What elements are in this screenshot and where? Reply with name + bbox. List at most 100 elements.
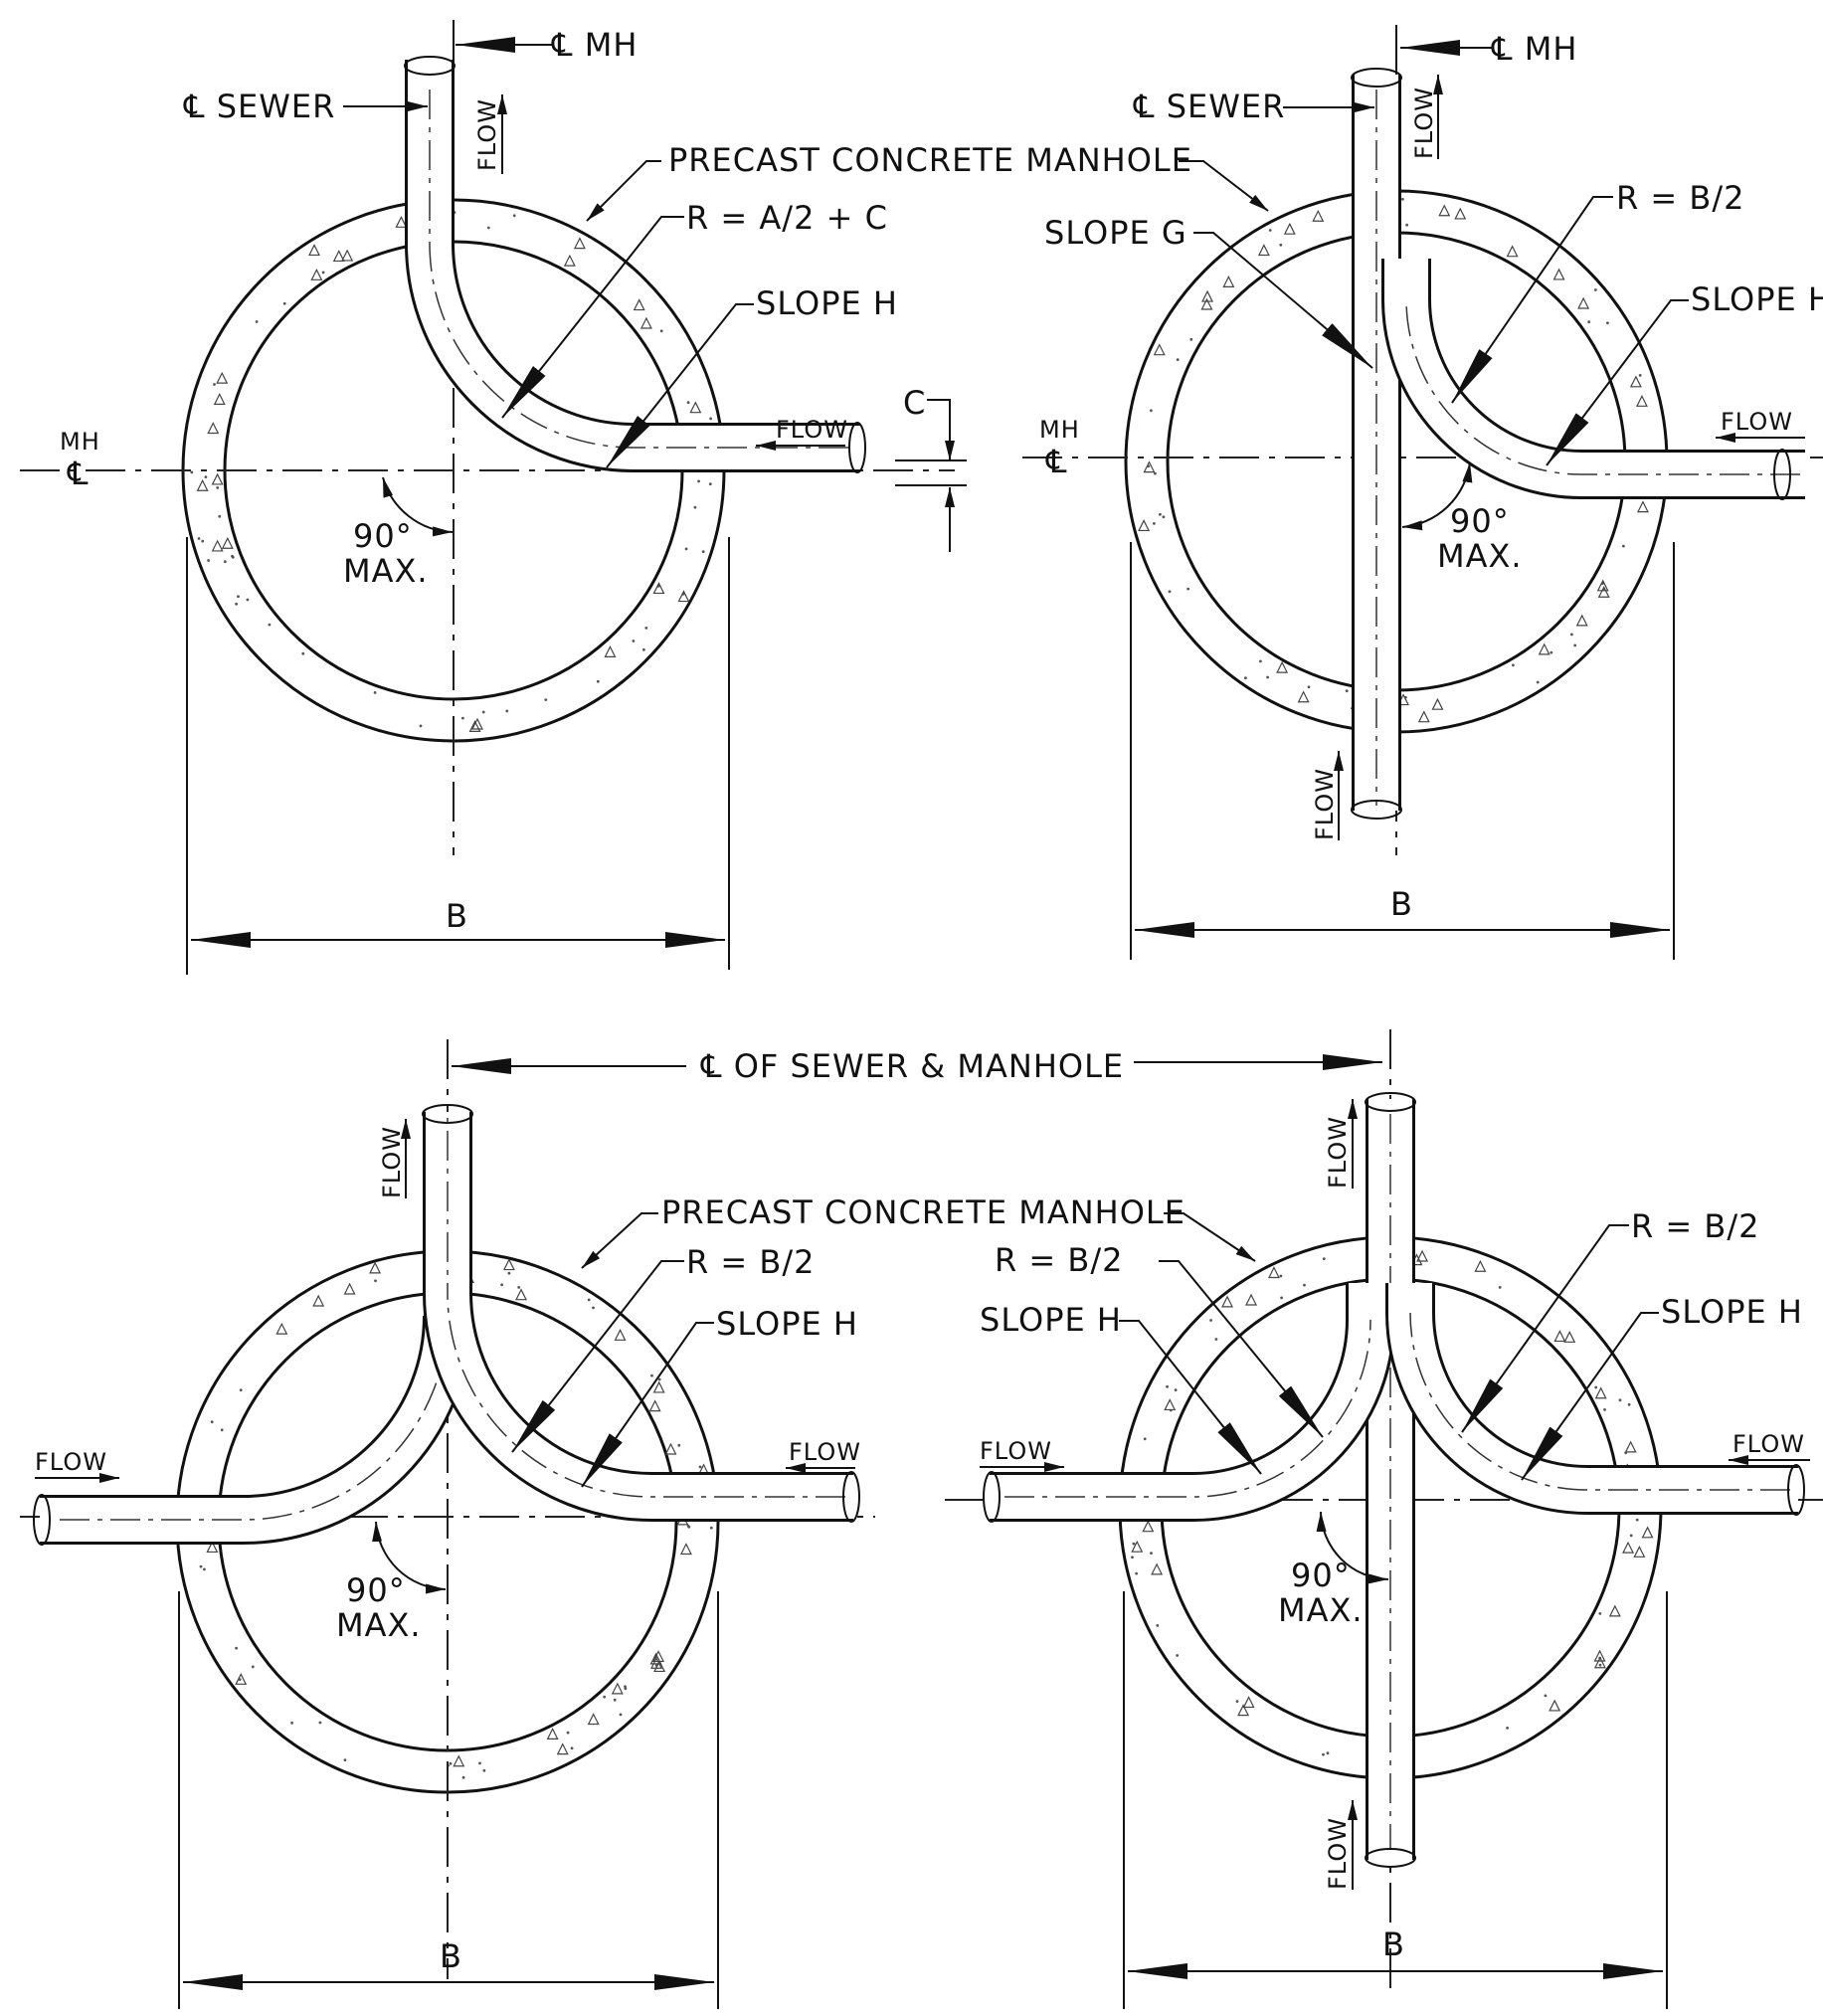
aggregate-dot: [1498, 1286, 1502, 1289]
aggregate-dot: [1244, 676, 1247, 680]
slope-h-leader: [606, 303, 754, 468]
aggregate-mark: [310, 268, 323, 280]
aggregate-dot: [231, 555, 235, 559]
aggregate-mark: [1438, 204, 1451, 217]
aggregate-mark: [1577, 296, 1590, 309]
precast-label: PRECAST CONCRETE MANHOLE: [668, 141, 1192, 179]
aggregate-mark: [343, 1282, 356, 1295]
aggregate-dot: [1166, 1384, 1169, 1388]
aggregate-mark: [573, 237, 586, 250]
radius-leader-left: [1159, 1260, 1324, 1438]
aggregate-mark: [1164, 1398, 1177, 1411]
aggregate-dot: [1132, 1542, 1136, 1546]
aggregate-dot: [684, 547, 688, 551]
aggregate-mark: [502, 1258, 515, 1271]
aggregate-mark: [312, 1294, 325, 1307]
flow-label-right: FLOW: [789, 1438, 861, 1466]
aggregate-mark: [206, 1541, 219, 1554]
aggregate-mark: [664, 1442, 677, 1455]
aggregate-dot: [596, 679, 600, 683]
aggregate-mark: [221, 536, 234, 549]
aggregate-mark: [1633, 1545, 1646, 1558]
aggregate-mark: [1593, 1656, 1606, 1669]
aggregate-dot: [216, 486, 220, 489]
radius-leader: [1451, 196, 1613, 404]
cl-mh-label: ℄ MH: [1491, 30, 1577, 68]
pipe-end-top: [422, 1104, 473, 1124]
cl-mh-label: ℄ MH: [551, 26, 638, 64]
aggregate-mark: [649, 1652, 662, 1665]
aggregate-dot: [238, 1678, 242, 1681]
aggregate-dot: [1169, 1408, 1173, 1412]
aggregate-mark: [196, 478, 209, 491]
aggregate-mark: [556, 1742, 569, 1755]
aggregate-mark: [546, 1728, 559, 1740]
mh-cl-label: MH: [60, 428, 100, 456]
precast-leader: [586, 160, 661, 222]
aggregate-dot: [318, 1721, 322, 1725]
aggregate-mark: [395, 215, 408, 228]
aggregate-dot: [1131, 1556, 1134, 1559]
aggregate-mark: [1242, 1696, 1255, 1709]
aggregate-dot: [1176, 358, 1180, 361]
pipe-end-right: [848, 422, 866, 473]
flow-label-vertical: FLOW: [473, 98, 501, 171]
flow-label-left: FLOW: [35, 1448, 107, 1476]
aggregate-mark: [1597, 585, 1610, 598]
b-dim-label: B: [446, 897, 468, 935]
aggregate-mark: [1142, 1520, 1155, 1533]
aggregate-mark: [1151, 1562, 1164, 1575]
aggregate-dot: [1587, 320, 1591, 324]
aggregate-dot: [1322, 1752, 1325, 1756]
detail-bottom-right: FLOW R = B/2 SLOPE H R = B/2 SLOPE H FLO…: [945, 1029, 1823, 2009]
flow-label-horizontal: FLOW: [776, 416, 848, 444]
aggregate-dot: [657, 1377, 661, 1381]
aggregate-mark: [1575, 614, 1588, 627]
aggregate-mark: [1417, 710, 1430, 723]
aggregate-dot: [1618, 1398, 1622, 1402]
detail-top-right: ℄ MH ℄ SEWER FLOW PRECAST CONCRETE MANHO…: [668, 25, 1823, 960]
aggregate-mark: [211, 539, 224, 552]
sewer-pipe-centerline: [429, 90, 855, 449]
aggregate-dot: [1307, 685, 1311, 689]
aggregate-dot: [1156, 1624, 1160, 1627]
aggregate-mark: [213, 393, 226, 405]
aggregate-dot: [1627, 1402, 1631, 1406]
aggregate-dot: [709, 1526, 713, 1530]
aggregate-mark: [639, 316, 652, 329]
cl-sewer-manhole-callout: ℄ OF SEWER & MANHOLE: [452, 1047, 1382, 1085]
aggregate-mark: [1552, 268, 1565, 280]
aggregate-dot: [1635, 1518, 1639, 1522]
angle-value: 90°: [346, 1571, 406, 1609]
aggregate-dot: [1143, 1437, 1147, 1441]
aggregate-mark: [1549, 1699, 1561, 1712]
aggregate-mark: [1594, 1386, 1607, 1399]
b-dim-label: B: [1382, 1925, 1405, 1963]
aggregate-dot: [246, 598, 250, 602]
aggregate-dot: [1147, 464, 1151, 468]
aggregate-mark: [1276, 660, 1289, 673]
flow-label-vertical-bottom: FLOW: [1311, 768, 1339, 840]
aggregate-dot: [587, 1298, 591, 1302]
aggregate-mark: [633, 298, 645, 311]
aggregate-dot: [1573, 643, 1577, 647]
aggregate-mark: [1622, 1541, 1635, 1554]
aggregate-dot: [201, 539, 205, 543]
aggregate-mark: [1237, 1704, 1250, 1717]
aggregate-dot: [282, 301, 286, 305]
aggregate-dot: [632, 640, 636, 642]
flow-label-horizontal: FLOW: [1721, 408, 1793, 436]
aggregate-dot: [512, 214, 516, 218]
aggregate-mark: [1538, 642, 1550, 655]
aggregate-mark: [611, 1682, 624, 1695]
slope-h-leader-left: [1119, 1320, 1262, 1475]
aggregate-dot: [1598, 1612, 1602, 1615]
flow-label-vertical-top: FLOW: [1410, 87, 1438, 159]
aggregate-mark: [1506, 245, 1519, 258]
aggregate-dot: [592, 1306, 595, 1310]
radius-leader-right: [1461, 1224, 1629, 1433]
aggregate-dot: [1326, 1751, 1330, 1755]
aggregate-dot: [197, 537, 201, 540]
aggregate-dot: [419, 724, 423, 728]
aggregate-dot: [1401, 197, 1404, 201]
